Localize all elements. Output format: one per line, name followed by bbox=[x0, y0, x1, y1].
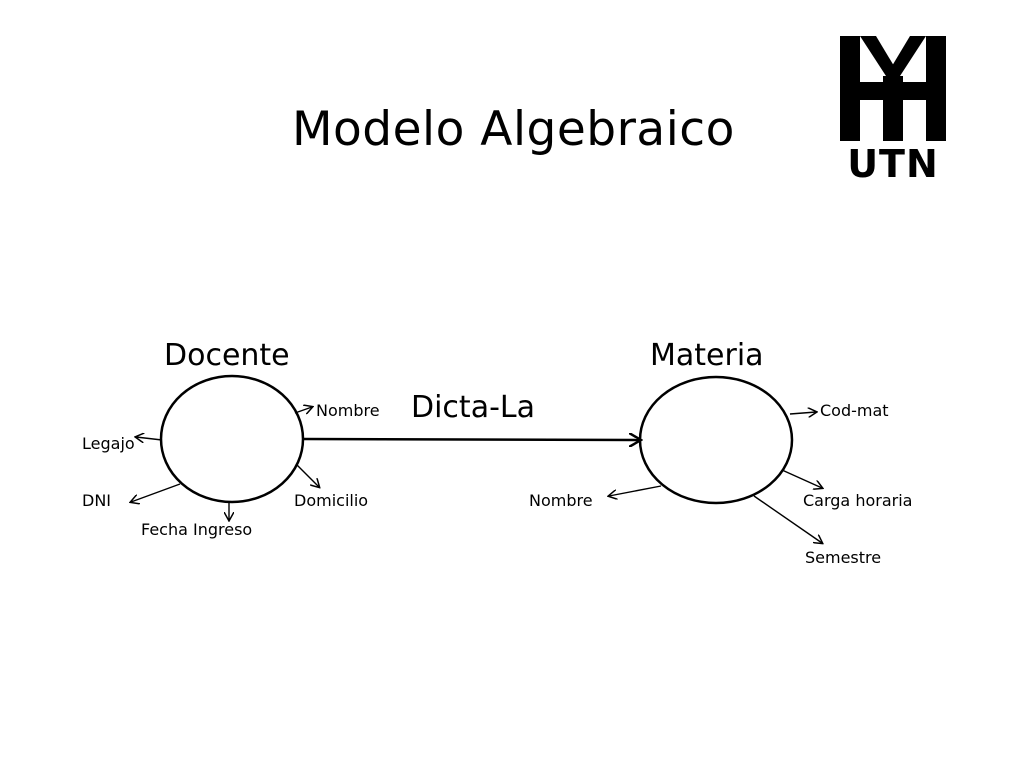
attr-arrow-materia-nombre bbox=[609, 485, 662, 496]
attr-docente-fecha-ingreso: Fecha Ingreso bbox=[141, 520, 253, 539]
utn-emblem-icon bbox=[840, 36, 946, 141]
entity-docente-ellipse bbox=[159, 374, 305, 504]
utn-logo-text: UTN bbox=[847, 142, 939, 186]
entity-name-materia: Materia bbox=[650, 338, 764, 373]
entity-materia-ellipse bbox=[638, 375, 794, 505]
entity-name-docente: Docente bbox=[164, 338, 290, 373]
slide-title: Modelo Algebraico bbox=[292, 102, 735, 157]
relationship-arrow bbox=[302, 439, 640, 440]
attr-arrow-materia-codmat bbox=[789, 412, 816, 414]
attr-arrow-docente-nombre bbox=[294, 407, 312, 413]
attr-arrow-materia-semestre bbox=[753, 495, 822, 543]
relationship-name: Dicta-La bbox=[411, 390, 535, 425]
attr-materia-semestre: Semestre bbox=[805, 548, 882, 567]
attr-docente-dni: DNI bbox=[82, 491, 112, 510]
utn-logo: UTN bbox=[838, 32, 948, 187]
attr-docente-legajo: Legajo bbox=[82, 434, 135, 453]
attr-materia-cod-mat: Cod-mat bbox=[820, 401, 889, 420]
attr-materia-carga-horaria: Carga horaria bbox=[803, 491, 913, 510]
attr-arrow-docente-dni bbox=[131, 483, 181, 502]
attr-arrow-materia-carga bbox=[781, 469, 822, 488]
attr-arrow-docente-domicilio bbox=[295, 463, 319, 487]
attr-docente-nombre: Nombre bbox=[316, 401, 380, 420]
attr-materia-nombre: Nombre bbox=[529, 491, 593, 510]
attr-arrow-docente-legajo bbox=[136, 437, 163, 440]
attr-docente-domicilio: Domicilio bbox=[294, 491, 369, 510]
